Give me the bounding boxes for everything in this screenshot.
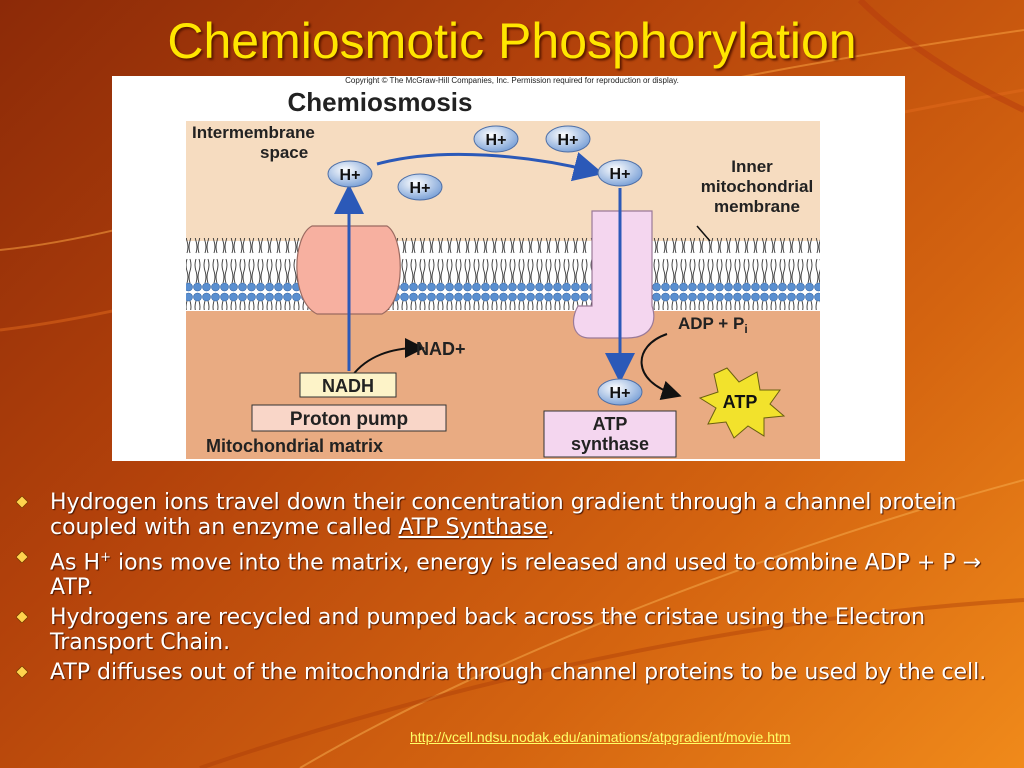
bullet-2: As H+ ions move into the matrix, energy … bbox=[14, 545, 1014, 600]
atp-synthase-term: ATP Synthase bbox=[398, 515, 548, 540]
label-nadh: NADH bbox=[322, 376, 374, 396]
label-matrix: Mitochondrial matrix bbox=[206, 436, 383, 456]
svg-text:H+: H+ bbox=[558, 132, 579, 149]
bullet-3: Hydrogens are recycled and pumped back a… bbox=[14, 605, 1014, 655]
label-space: space bbox=[260, 143, 308, 162]
label-membrane: membrane bbox=[714, 197, 800, 216]
svg-text:H+: H+ bbox=[340, 167, 361, 184]
label-intermembrane: Intermembrane bbox=[192, 123, 315, 142]
gradient-arrow bbox=[376, 152, 604, 182]
label-adp: ADP + Pi bbox=[678, 314, 748, 336]
proton-pump-box bbox=[251, 404, 447, 432]
svg-text:H+: H+ bbox=[410, 180, 431, 197]
label-proton-pump: Proton pump bbox=[290, 409, 408, 430]
diamond-bullet-icon bbox=[16, 496, 28, 508]
figure-heading: Chemiosmosis bbox=[288, 87, 473, 117]
ion-6: H+ bbox=[597, 378, 643, 406]
nad-arrow bbox=[351, 338, 425, 377]
bullet-1: Hydrogen ions travel down their concentr… bbox=[14, 490, 1014, 540]
matrix-region bbox=[186, 311, 820, 459]
ion-2: H+ bbox=[397, 173, 443, 201]
label-synthase-1: ATP bbox=[593, 414, 628, 434]
label-synthase-2: synthase bbox=[571, 434, 649, 454]
label-nad: NAD+ bbox=[416, 339, 466, 359]
diamond-bullet-icon bbox=[16, 666, 28, 679]
atp-synthase-box bbox=[543, 410, 677, 458]
svg-text:H+: H+ bbox=[610, 166, 631, 183]
ion-5: H+ bbox=[597, 159, 643, 187]
svg-text:H+: H+ bbox=[486, 132, 507, 149]
nadh-box bbox=[299, 372, 397, 398]
bullet-4: ATP diffuses out of the mitochondria thr… bbox=[14, 660, 1014, 685]
atp-starburst bbox=[698, 367, 786, 439]
ion-4: H+ bbox=[545, 125, 591, 153]
svg-text:H+: H+ bbox=[610, 385, 631, 402]
lipid-bilayer bbox=[186, 238, 820, 310]
atp-synthase-protein bbox=[572, 210, 655, 339]
bullet-list: Hydrogen ions travel down their concentr… bbox=[14, 490, 1014, 690]
chemiosmosis-figure: Copyright © The McGraw-Hill Companies, I… bbox=[112, 76, 905, 461]
atp-label: ATP bbox=[723, 392, 758, 412]
adp-arrow bbox=[640, 333, 682, 400]
ion-1: H+ bbox=[327, 160, 373, 188]
chemiosmosis-diagram: Copyright © The McGraw-Hill Companies, I… bbox=[186, 76, 820, 459]
label-inner: Inner bbox=[731, 157, 773, 176]
ion-3: H+ bbox=[473, 125, 519, 153]
label-mitochondrial: mitochondrial bbox=[701, 177, 813, 196]
copyright-text: Copyright © The McGraw-Hill Companies, I… bbox=[345, 76, 679, 85]
slide-title: Chemiosmotic Phosphorylation bbox=[167, 13, 857, 69]
source-link[interactable]: http://vcell.ndsu.nodak.edu/animations/a… bbox=[410, 729, 791, 745]
diamond-bullet-icon bbox=[16, 611, 28, 624]
membrane-pointer bbox=[696, 225, 711, 242]
diamond-bullet-icon bbox=[16, 551, 28, 563]
